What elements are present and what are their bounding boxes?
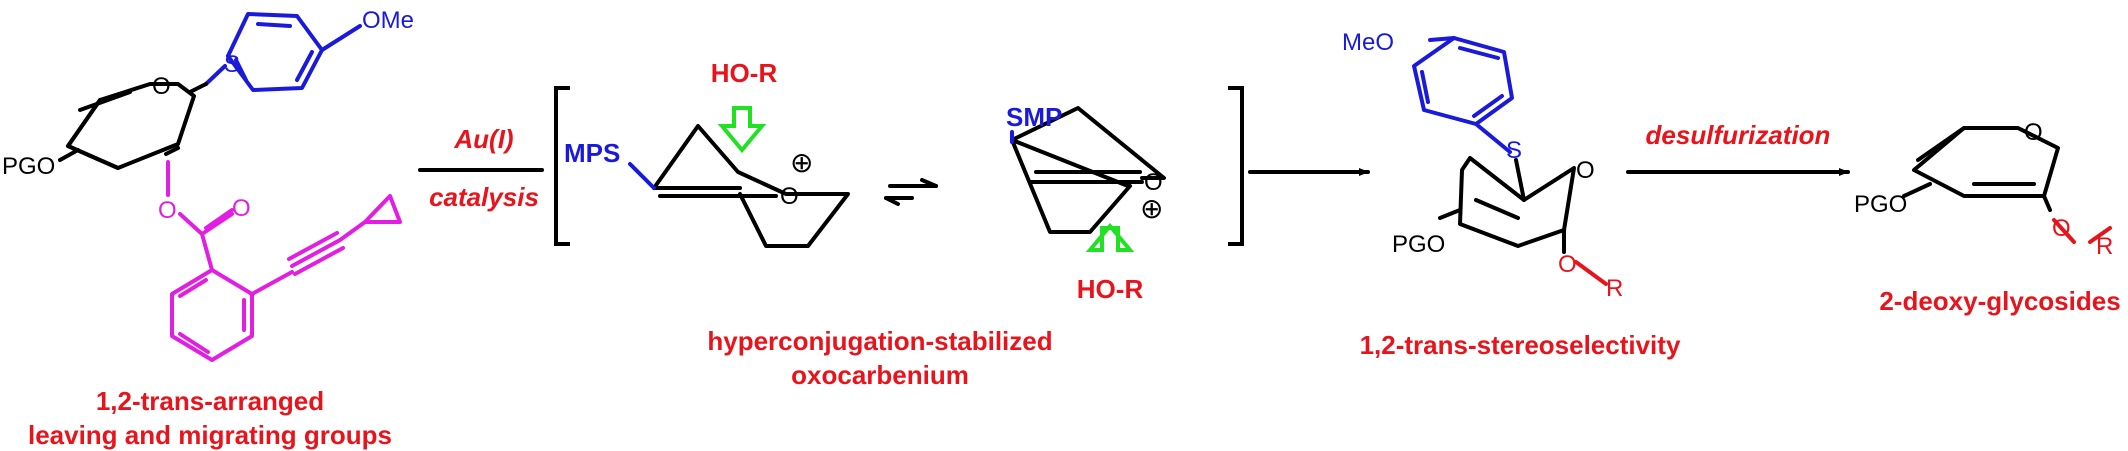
cyclopropyl <box>363 194 402 224</box>
mps-label: MPS <box>564 138 620 168</box>
substrate-label-line1: 1,2-trans-arranged <box>96 386 324 416</box>
nucleophile-attack-arrow-top <box>717 106 767 154</box>
nucleophile-top-label: HO-R <box>711 58 778 88</box>
product-a-r: R <box>1606 275 1623 302</box>
oxocarbenium-a <box>628 106 850 248</box>
ester-oxygen-label: O <box>158 197 177 224</box>
nucleophile-bottom-label: HO-R <box>1077 274 1144 304</box>
substrate-molecule <box>58 12 402 362</box>
sulfur-label: S <box>224 51 240 78</box>
charge-b: ⊕ <box>1140 193 1163 224</box>
product-b-pgo: PGO <box>1854 191 1907 218</box>
left-bracket <box>554 86 570 246</box>
product-b-r: R <box>2096 233 2113 260</box>
oxocarbenium-a-oxygen: O <box>780 183 799 210</box>
product-a-pgo: PGO <box>1392 231 1445 258</box>
deoxyglycoside-product <box>1902 126 2112 244</box>
intermediate-label-line2: oxocarbenium <box>791 360 969 390</box>
desulfurization-label: desulfurization <box>1646 120 1831 150</box>
carbonyl-oxygen-label: O <box>232 195 251 222</box>
smp-label: SMP <box>1006 102 1062 132</box>
product-a-sulfur: S <box>1506 137 1522 164</box>
oxocarbenium-b-oxygen: O <box>1144 169 1163 196</box>
meo-label: MeO <box>1342 29 1394 56</box>
product-a-ring-oxygen: O <box>1576 157 1595 184</box>
benzoate-ring <box>170 268 254 362</box>
oxocarbenium-b <box>1010 106 1166 252</box>
catalyst-label: Au(I) <box>453 124 513 154</box>
right-bracket <box>1228 86 1244 246</box>
ring-oxygen-label: O <box>152 73 171 100</box>
nucleophile-attack-arrow-bottom <box>1085 222 1135 252</box>
ome-label: OMe <box>362 7 414 34</box>
pgo-label: PGO <box>2 153 55 180</box>
product-b-label: 2-deoxy-glycosides <box>1879 286 2120 316</box>
product-b-ring-oxygen: O <box>2024 119 2043 146</box>
product-a-label: 1,2-trans-stereoselectivity <box>1360 330 1681 360</box>
product-a-glycosidic-oxygen: O <box>1558 251 1577 278</box>
intermediate-label-line1: hyperconjugation-stabilized <box>707 326 1052 356</box>
catalysis-label: catalysis <box>429 182 539 212</box>
substrate-label-line2: leaving and migrating groups <box>28 420 392 450</box>
methoxyphenyl-ring <box>1412 36 1514 126</box>
product-a-ring <box>1458 156 1576 248</box>
product-b-glycosidic-oxygen: O <box>2052 215 2071 242</box>
charge-a: ⊕ <box>790 147 813 178</box>
thioglycoside-product <box>1412 36 1608 286</box>
